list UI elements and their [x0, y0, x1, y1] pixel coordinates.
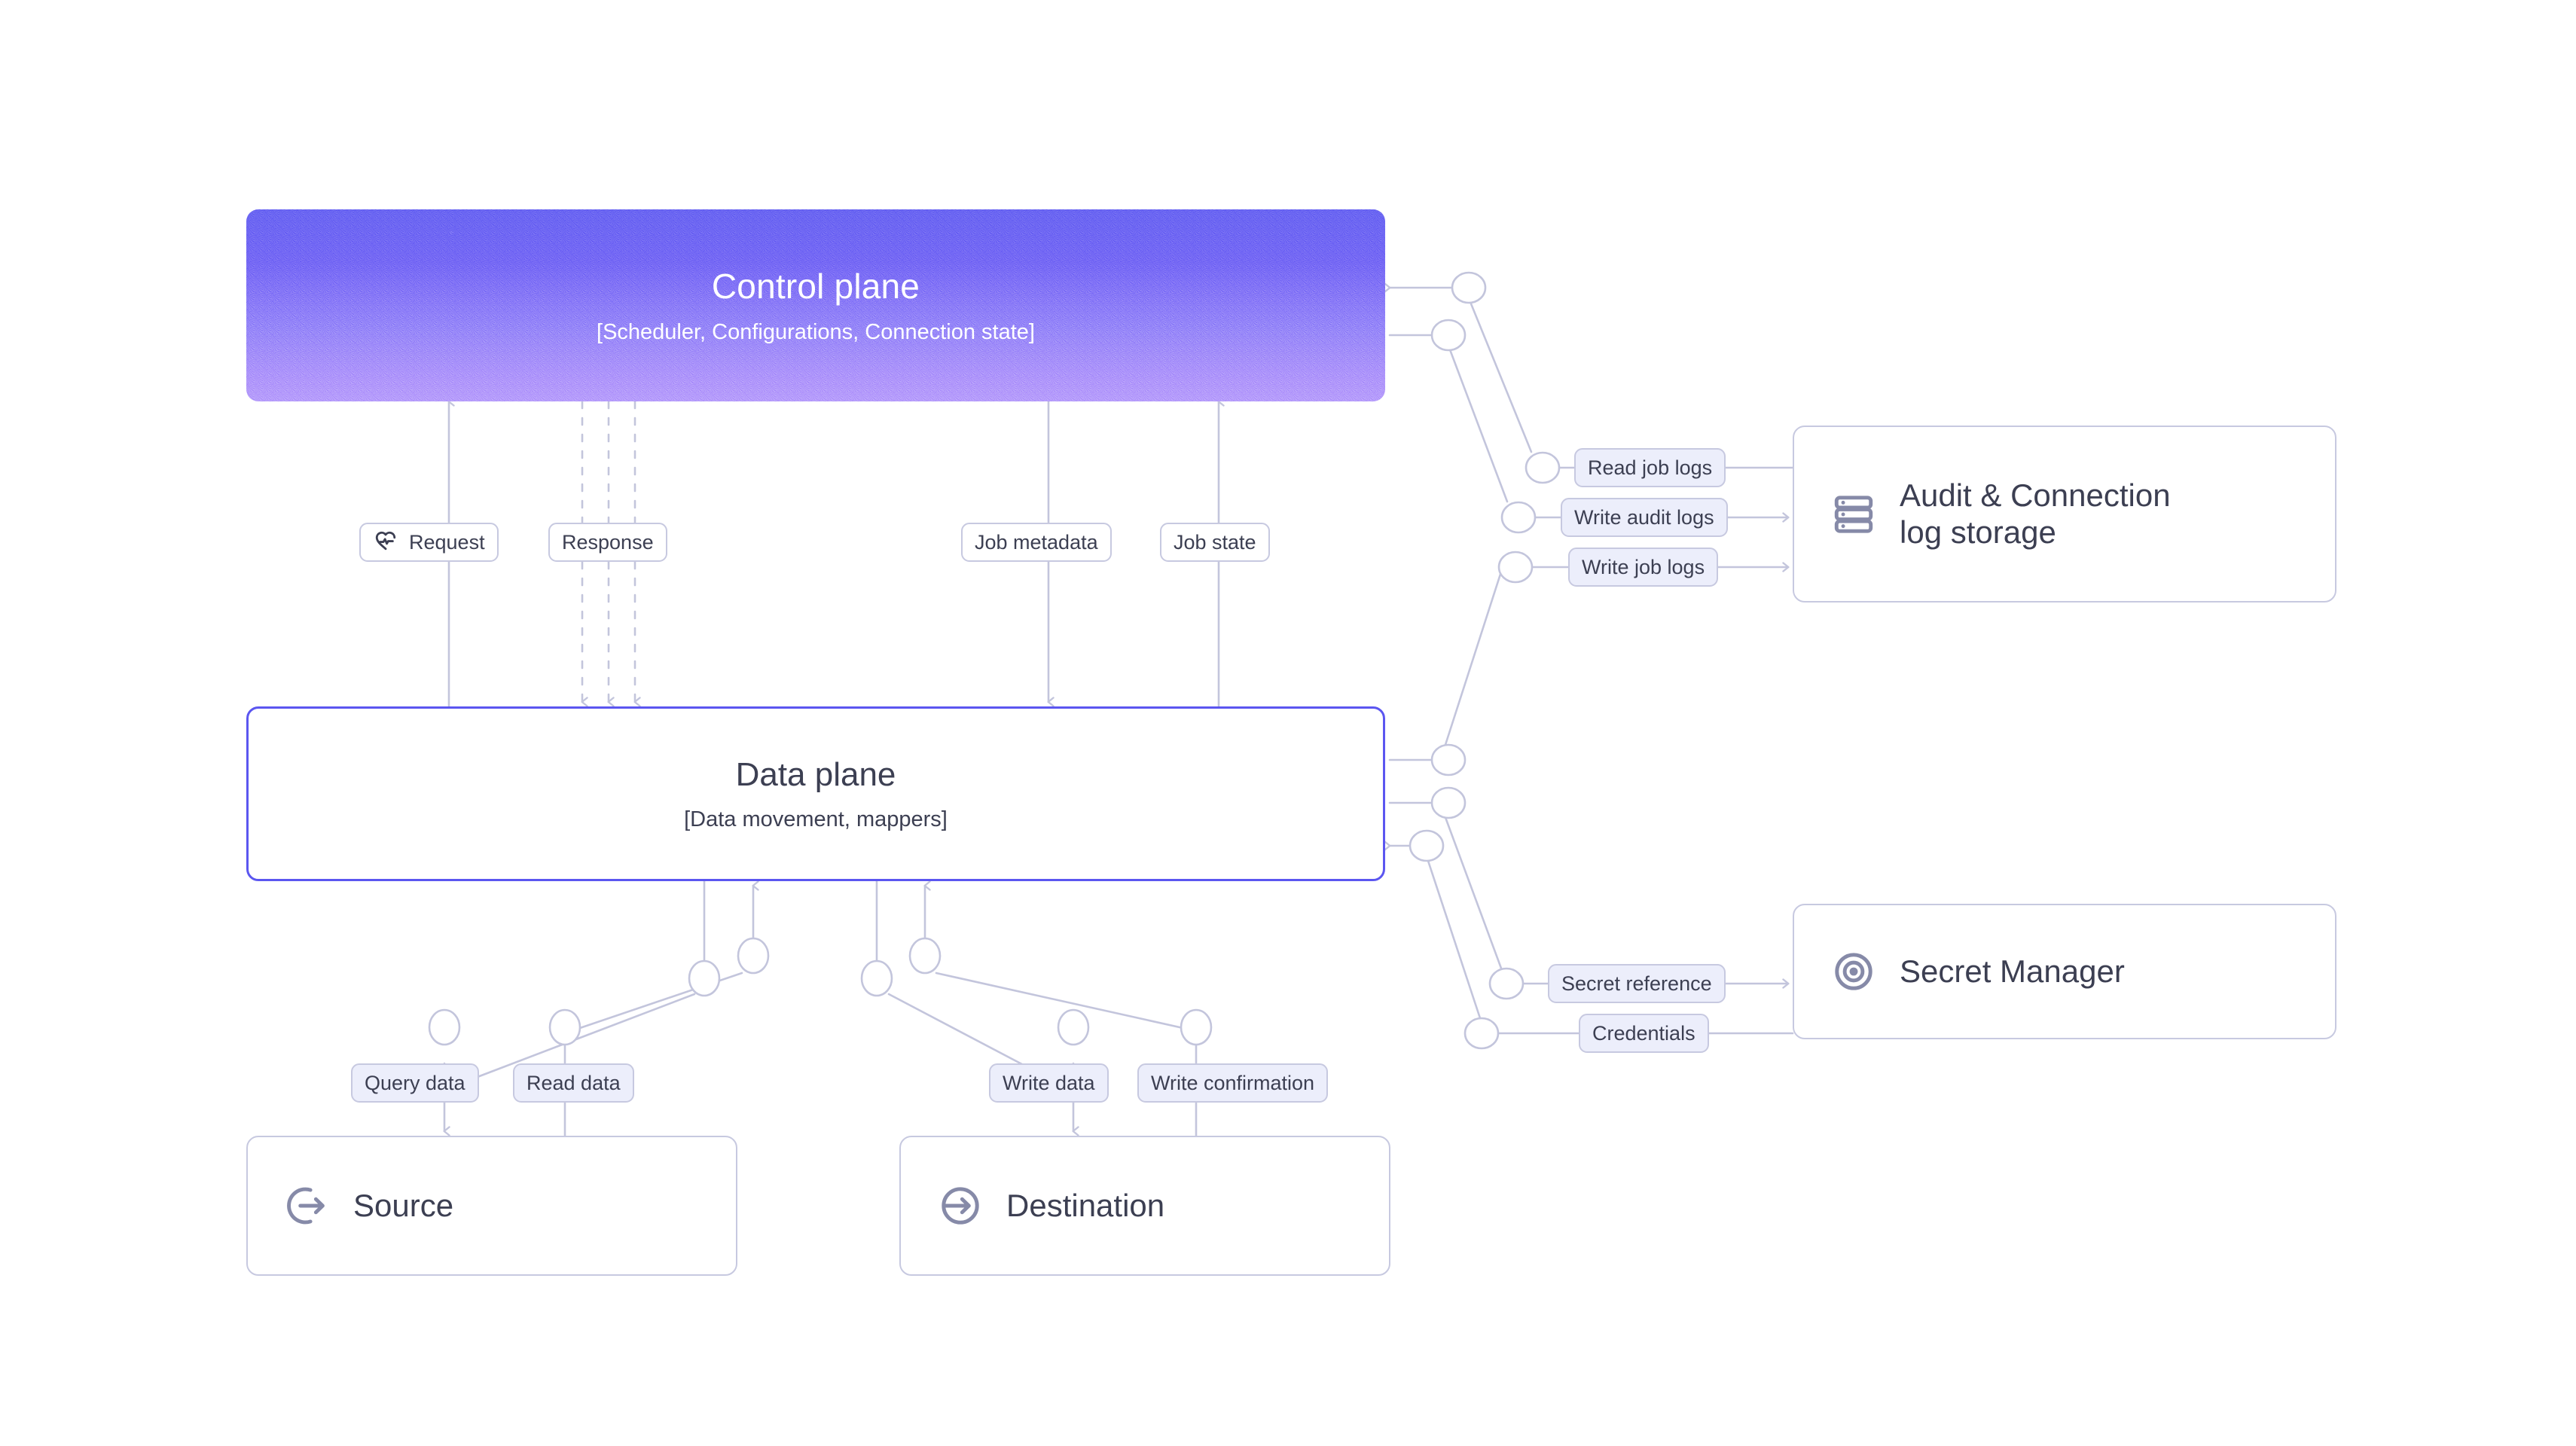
audit-log-storage-label: Audit & Connection log storage: [1900, 477, 2171, 551]
source-node[interactable]: Source: [246, 1136, 737, 1276]
edge-label-secret-reference-text: Secret reference: [1561, 972, 1712, 995]
wire-read-job-logs: [1384, 282, 1794, 469]
control-plane-subtitle: [Scheduler, Configurations, Connection s…: [597, 320, 1035, 344]
audit-label-line-2: log storage: [1900, 514, 2056, 550]
edge-label-request[interactable]: Request: [359, 523, 499, 562]
edge-label-query-data-text: Query data: [365, 1071, 465, 1094]
wire-write-job-logs: [1388, 562, 1790, 761]
data-plane-subtitle: [Data movement, mappers]: [684, 807, 948, 831]
source-label: Source: [353, 1187, 454, 1223]
edge-label-write-audit-logs-text: Write audit logs: [1574, 505, 1714, 529]
server-stack-icon: [1834, 495, 1873, 533]
wire-secret-reference: [1388, 801, 1790, 989]
secret-manager-label: Secret Manager: [1900, 953, 2125, 989]
edge-label-read-job-logs-text: Read job logs: [1588, 456, 1713, 479]
edge-label-write-job-logs[interactable]: Write job logs: [1568, 548, 1719, 587]
arrow-out-circle-icon: [287, 1187, 325, 1225]
edge-label-credentials-text: Credentials: [1592, 1021, 1695, 1045]
edge-label-write-confirmation[interactable]: Write confirmation: [1137, 1063, 1329, 1103]
control-plane-node[interactable]: Control plane [Scheduler, Configurations…: [246, 209, 1385, 401]
destination-node[interactable]: Destination: [899, 1136, 1390, 1276]
edge-label-response[interactable]: Response: [548, 523, 667, 562]
edge-label-job-state-text: Job state: [1174, 530, 1256, 554]
destination-label: Destination: [1006, 1187, 1165, 1223]
edge-label-read-job-logs[interactable]: Read job logs: [1574, 448, 1726, 487]
data-plane-node[interactable]: Data plane [Data movement, mappers]: [246, 706, 1385, 881]
audit-log-storage-node[interactable]: Audit & Connection log storage: [1793, 426, 2336, 602]
edge-label-read-data[interactable]: Read data: [513, 1063, 634, 1103]
edge-label-read-data-text: Read data: [526, 1071, 621, 1094]
edge-label-write-data[interactable]: Write data: [989, 1063, 1109, 1103]
wire-credentials: [1384, 840, 1794, 1035]
target-circle-icon: [1835, 953, 1872, 990]
data-plane-title: Data plane: [735, 755, 896, 793]
edge-label-query-data[interactable]: Query data: [351, 1063, 479, 1103]
edge-label-job-metadata-text: Job metadata: [975, 530, 1098, 554]
wire-write-audit-logs: [1388, 334, 1790, 523]
edge-label-response-text: Response: [562, 530, 654, 554]
edge-label-write-confirmation-text: Write confirmation: [1151, 1071, 1315, 1094]
edge-label-write-data-text: Write data: [1003, 1071, 1095, 1094]
edge-label-job-metadata[interactable]: Job metadata: [961, 523, 1112, 562]
edge-label-credentials[interactable]: Credentials: [1579, 1014, 1709, 1053]
secret-manager-node[interactable]: Secret Manager: [1793, 904, 2336, 1039]
edge-label-request-text: Request: [409, 530, 485, 554]
edge-label-job-state[interactable]: Job state: [1160, 523, 1270, 562]
control-plane-title: Control plane: [711, 267, 920, 306]
edge-label-write-job-logs-text: Write job logs: [1582, 555, 1705, 578]
edge-label-secret-reference[interactable]: Secret reference: [1548, 964, 1726, 1003]
edge-label-write-audit-logs[interactable]: Write audit logs: [1561, 498, 1728, 537]
heart-pulse-icon: [375, 531, 396, 551]
arrow-into-circle-icon: [942, 1187, 979, 1225]
audit-label-line-1: Audit & Connection: [1900, 477, 2171, 513]
